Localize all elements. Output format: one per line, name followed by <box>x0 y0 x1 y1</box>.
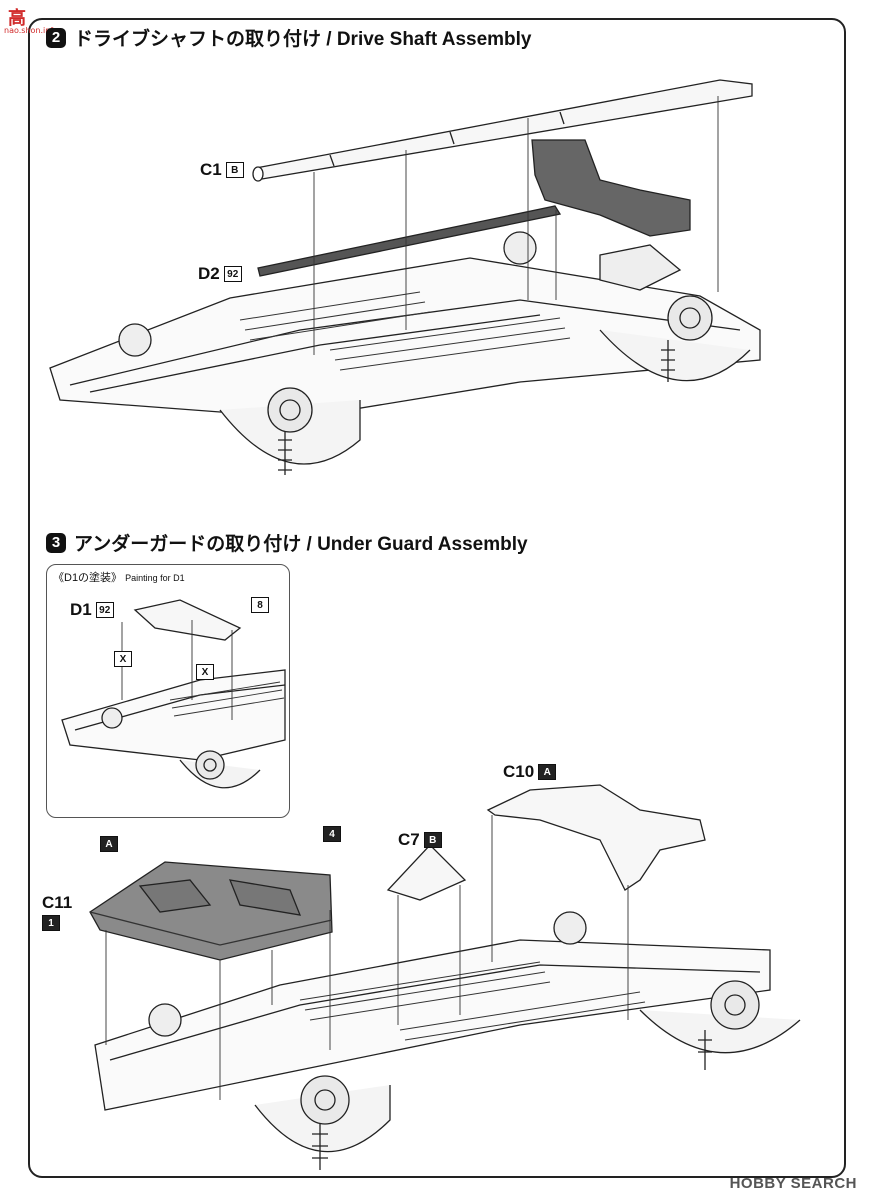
painting-title-en: Painting for D1 <box>125 573 185 583</box>
step3-main-chassis <box>94 911 801 1170</box>
painting-title: 《D1の塗装》 Painting for D1 <box>53 569 185 585</box>
glue-mark-icon: X <box>196 664 214 680</box>
instruction-page-frame <box>28 18 846 1178</box>
part-c7-runner-tag: B <box>423 832 442 848</box>
part-c1-label: C1 B <box>200 160 244 180</box>
painting-title-ja: 《D1の塗装》 <box>53 572 123 584</box>
step-3-title: アンダーガードの取り付け / Under Guard Assembly <box>74 534 528 555</box>
step-3-number: 3 <box>46 532 66 553</box>
step-2-title: ドライブシャフトの取り付け / Drive Shaft Assembly <box>74 29 532 50</box>
part-c7-label: C7 B <box>398 830 442 850</box>
part-d1-color-tag: 92 <box>95 602 114 618</box>
guard-runner-tag-a: A <box>100 836 118 852</box>
part-c10-code: C10 <box>503 762 535 781</box>
logo-text: 高 <box>8 8 26 29</box>
part-d1-label: D1 92 <box>70 600 114 620</box>
glue-mark-icon: X <box>114 651 132 667</box>
step3-inset-chassis <box>61 599 286 789</box>
part-d2-label: D2 92 <box>198 264 242 284</box>
part-c11-label: C11 1 <box>42 893 72 931</box>
part-d2-color-tag: 92 <box>223 266 242 282</box>
logo-subtext: nao.shon.info <box>4 26 59 35</box>
part-d1-runner-tag: 8 <box>251 597 269 613</box>
part-c11-code: C11 <box>42 893 73 912</box>
part-d1-runner-label: 8 <box>251 597 269 613</box>
step2-c1-tube <box>252 79 753 182</box>
step-3-heading: 3 アンダーガードの取り付け / Under Guard Assembly <box>46 529 528 556</box>
painting-d1-inset: 《D1の塗装》 Painting for D1 <box>46 564 290 818</box>
step-2-heading: 2 ドライブシャフトの取り付け / Drive Shaft Assembly <box>46 24 532 51</box>
part-c1-code: C1 <box>200 160 222 179</box>
part-c10-label: C10 A <box>503 762 557 782</box>
step2-chassis <box>49 231 761 475</box>
part-d2-code: D2 <box>198 264 220 283</box>
part-d1-code: D1 <box>70 600 92 619</box>
step-2-number: 2 <box>46 27 66 48</box>
guard-color-tag-4: 4 <box>323 826 341 842</box>
part-c7-code: C7 <box>398 830 420 849</box>
hobby-search-watermark: HOBBY SEARCH <box>729 1175 857 1192</box>
part-c1-runner-tag: B <box>225 162 244 178</box>
part-c10-runner-tag: A <box>538 764 557 780</box>
part-c11-color-tag: 1 <box>42 915 60 931</box>
